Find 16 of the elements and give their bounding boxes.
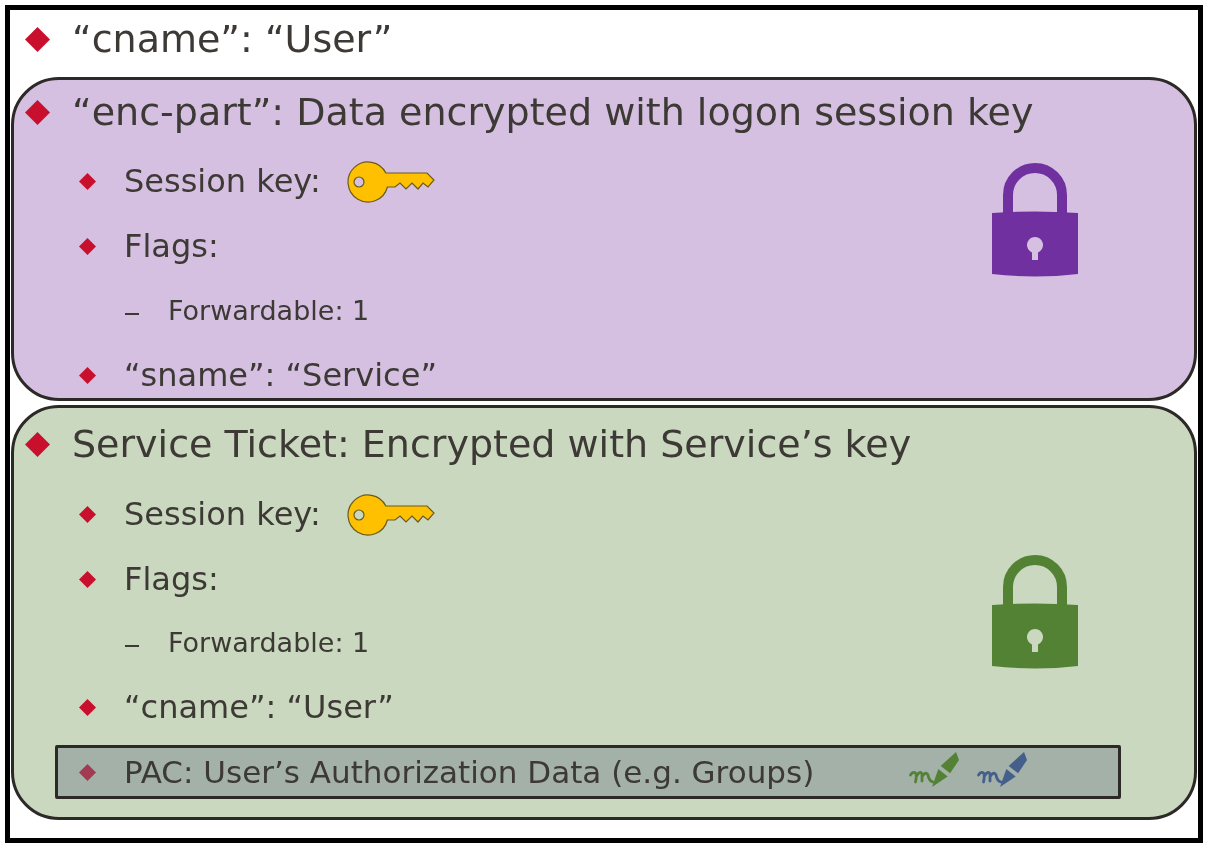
list-item-text: Flags: bbox=[124, 560, 219, 599]
heading-text: Service Ticket: Encrypted with Service’s key bbox=[72, 422, 912, 468]
pac-bar bbox=[55, 745, 1121, 799]
encrypted-part-panel bbox=[11, 77, 1197, 401]
list-item-text: PAC: User’s Authorization Data (e.g. Groups) bbox=[124, 754, 815, 792]
heading-text: “enc-part”: Data encrypted with logon session key bbox=[72, 90, 1034, 136]
service-ticket-panel bbox=[11, 405, 1197, 820]
sub-item-text: Forwardable: 1 bbox=[168, 627, 370, 660]
heading-text: “cname”: “User” bbox=[72, 17, 393, 63]
list-item-text: Session key: bbox=[124, 162, 321, 201]
list-item-text: “cname”: “User” bbox=[124, 688, 394, 727]
list-item-text: “sname”: “Service” bbox=[124, 356, 437, 395]
list-item-text: Session key: bbox=[124, 495, 321, 534]
sub-item-text: Forwardable: 1 bbox=[168, 295, 370, 328]
list-item-text: Flags: bbox=[124, 227, 219, 266]
outer-frame bbox=[5, 5, 1203, 843]
